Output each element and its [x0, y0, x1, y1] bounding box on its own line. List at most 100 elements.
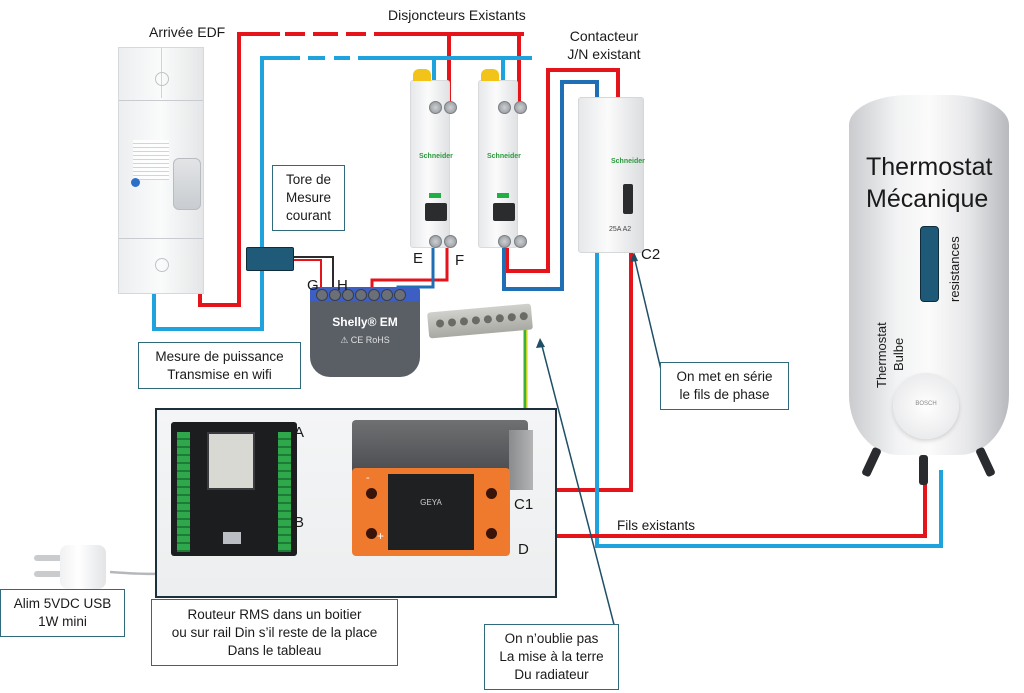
callout-terre-line2: La mise à la terre: [499, 649, 604, 664]
terminal-block-left: [177, 432, 190, 552]
terminal-g: G: [307, 277, 319, 294]
shelly-terminal: [329, 289, 341, 301]
shelly-terminal: [342, 289, 354, 301]
plug-pin: [34, 571, 62, 577]
current-transformer: [246, 247, 294, 271]
breaker-indicator: [429, 193, 441, 198]
ssr-bracket: [509, 430, 533, 490]
breaker-lever: [493, 203, 515, 221]
bus-screw: [483, 314, 493, 324]
ssr-minus-sign: -: [366, 472, 370, 484]
terminal-c1: C1: [514, 496, 534, 513]
callout-tore-line2: Mesure: [285, 190, 331, 205]
breaker-lever: [425, 203, 447, 221]
ssr-brand: GEYA: [420, 498, 442, 507]
serie-arrowhead: [630, 252, 638, 262]
callout-mesure-puissance: Mesure de puissance Transmise en wifi: [138, 342, 301, 389]
phase-supply-wire: [198, 32, 524, 307]
fils-existants-label: Fils existants: [617, 518, 696, 533]
callout-tore: Tore de Mesure courant: [272, 165, 345, 231]
shelly-terminal: [355, 289, 367, 301]
phase-ssr-d-to-heater: [500, 470, 927, 538]
shelly-em-meter: Shelly® EM ⚠ CE RoHS: [310, 287, 420, 377]
breaker-brand: Schneider: [487, 153, 521, 160]
edf-screw-top: [155, 72, 169, 86]
terminal-screw: [444, 235, 457, 248]
esp32-module: [207, 432, 255, 490]
adapter-body: [60, 545, 106, 589]
circuit-breaker-2: Schneider: [478, 69, 527, 248]
callout-routeur-rms: Routeur RMS dans un boitier ou sur rail …: [151, 599, 398, 666]
terminal-screw: [514, 235, 527, 248]
callout-terre-line3: Du radiateur: [514, 667, 589, 682]
bus-screw: [519, 311, 529, 321]
thermostat-title-line1: Thermostat: [866, 153, 993, 181]
circuit-breaker-1: Schneider: [410, 69, 457, 248]
edf-handle: [173, 158, 201, 210]
ssr-terminal-minus: [366, 488, 377, 499]
terminal-b: B: [294, 514, 305, 531]
plug-pin: [34, 555, 62, 561]
usb-power-adapter: [30, 545, 110, 593]
terminal-screw: [444, 101, 457, 114]
edf-seam: [119, 100, 203, 101]
thermostat-bulbe-label-line2: Bulbe: [891, 337, 906, 371]
callout-mesure-line1: Mesure de puissance: [155, 348, 284, 364]
terminal-screw: [429, 235, 442, 248]
contactor: Schneider 25A A2: [578, 97, 645, 253]
contactor-brand: Schneider: [611, 158, 645, 165]
terminal-d: D: [518, 541, 529, 558]
neutral-to-heater: [595, 253, 943, 548]
ct-wire-h: [292, 256, 334, 297]
heater-leg: [861, 446, 882, 478]
terminal-a: A: [294, 424, 305, 441]
contactor-neutral-feed: [502, 80, 599, 291]
terminal-screw: [514, 101, 527, 114]
water-heater: BOSCH: [849, 95, 1011, 485]
arrivee-edf-label: Arrivée EDF: [149, 24, 226, 40]
edf-label-plate: [133, 140, 169, 180]
callout-alim-line2: 1W mini: [38, 614, 87, 629]
callout-alim-usb: Alim 5VDC USB 1W mini: [0, 589, 125, 637]
contactor-switch: [623, 184, 633, 214]
shelly-terminal: [394, 289, 406, 301]
breaker-brand: Schneider: [419, 153, 453, 160]
disjoncteurs-label: Disjoncteurs Existants: [388, 7, 526, 23]
bus-screw: [447, 318, 457, 327]
ct-wire-g: [292, 259, 322, 297]
contacteur-label-line1: Contacteur: [569, 28, 639, 44]
bus-screw: [495, 313, 505, 323]
ssr-terminal-plus: [366, 528, 377, 539]
shelly-certifications: ⚠ CE RoHS: [340, 335, 390, 345]
terminal-c2: C2: [641, 246, 661, 263]
callout-serie-phase: On met en série le fils de phase: [660, 362, 789, 410]
usb-port: [223, 532, 241, 544]
shelly-terminal: [316, 289, 328, 301]
terre-arrowhead: [536, 338, 545, 348]
terminal-screw: [498, 235, 511, 248]
heater-brand: BOSCH: [915, 401, 937, 407]
terminal-f: F: [455, 252, 465, 269]
esp32-board: [171, 422, 297, 556]
edf-screw-bottom: [155, 258, 169, 272]
ssr-face: [388, 474, 474, 550]
shelly-terminal: [381, 289, 393, 301]
callout-tore-line3: courant: [285, 208, 332, 223]
solid-state-relay: GEYA: [352, 468, 510, 556]
serie-callout-arrow: [633, 255, 663, 375]
thermostat-dial: BOSCH: [893, 373, 959, 439]
terminal-block-right: [278, 432, 291, 552]
resistances-label: resistances: [947, 236, 962, 302]
terminal-h: H: [337, 277, 348, 294]
edf-main-breaker: [118, 47, 204, 294]
heating-element: [920, 226, 939, 302]
terre-callout-arrow: [540, 341, 619, 641]
bus-screw: [459, 317, 469, 326]
bus-screw: [507, 312, 517, 322]
ssr-plus-sign: +: [377, 529, 385, 543]
callout-mise-a-la-terre: On n’oublie pas La mise à la terre Du ra…: [484, 624, 619, 690]
bus-screw: [435, 319, 445, 328]
ssr-heatsink: [352, 420, 528, 476]
breaker-clip: [481, 69, 499, 81]
callout-tore-line1: Tore de: [285, 172, 332, 187]
